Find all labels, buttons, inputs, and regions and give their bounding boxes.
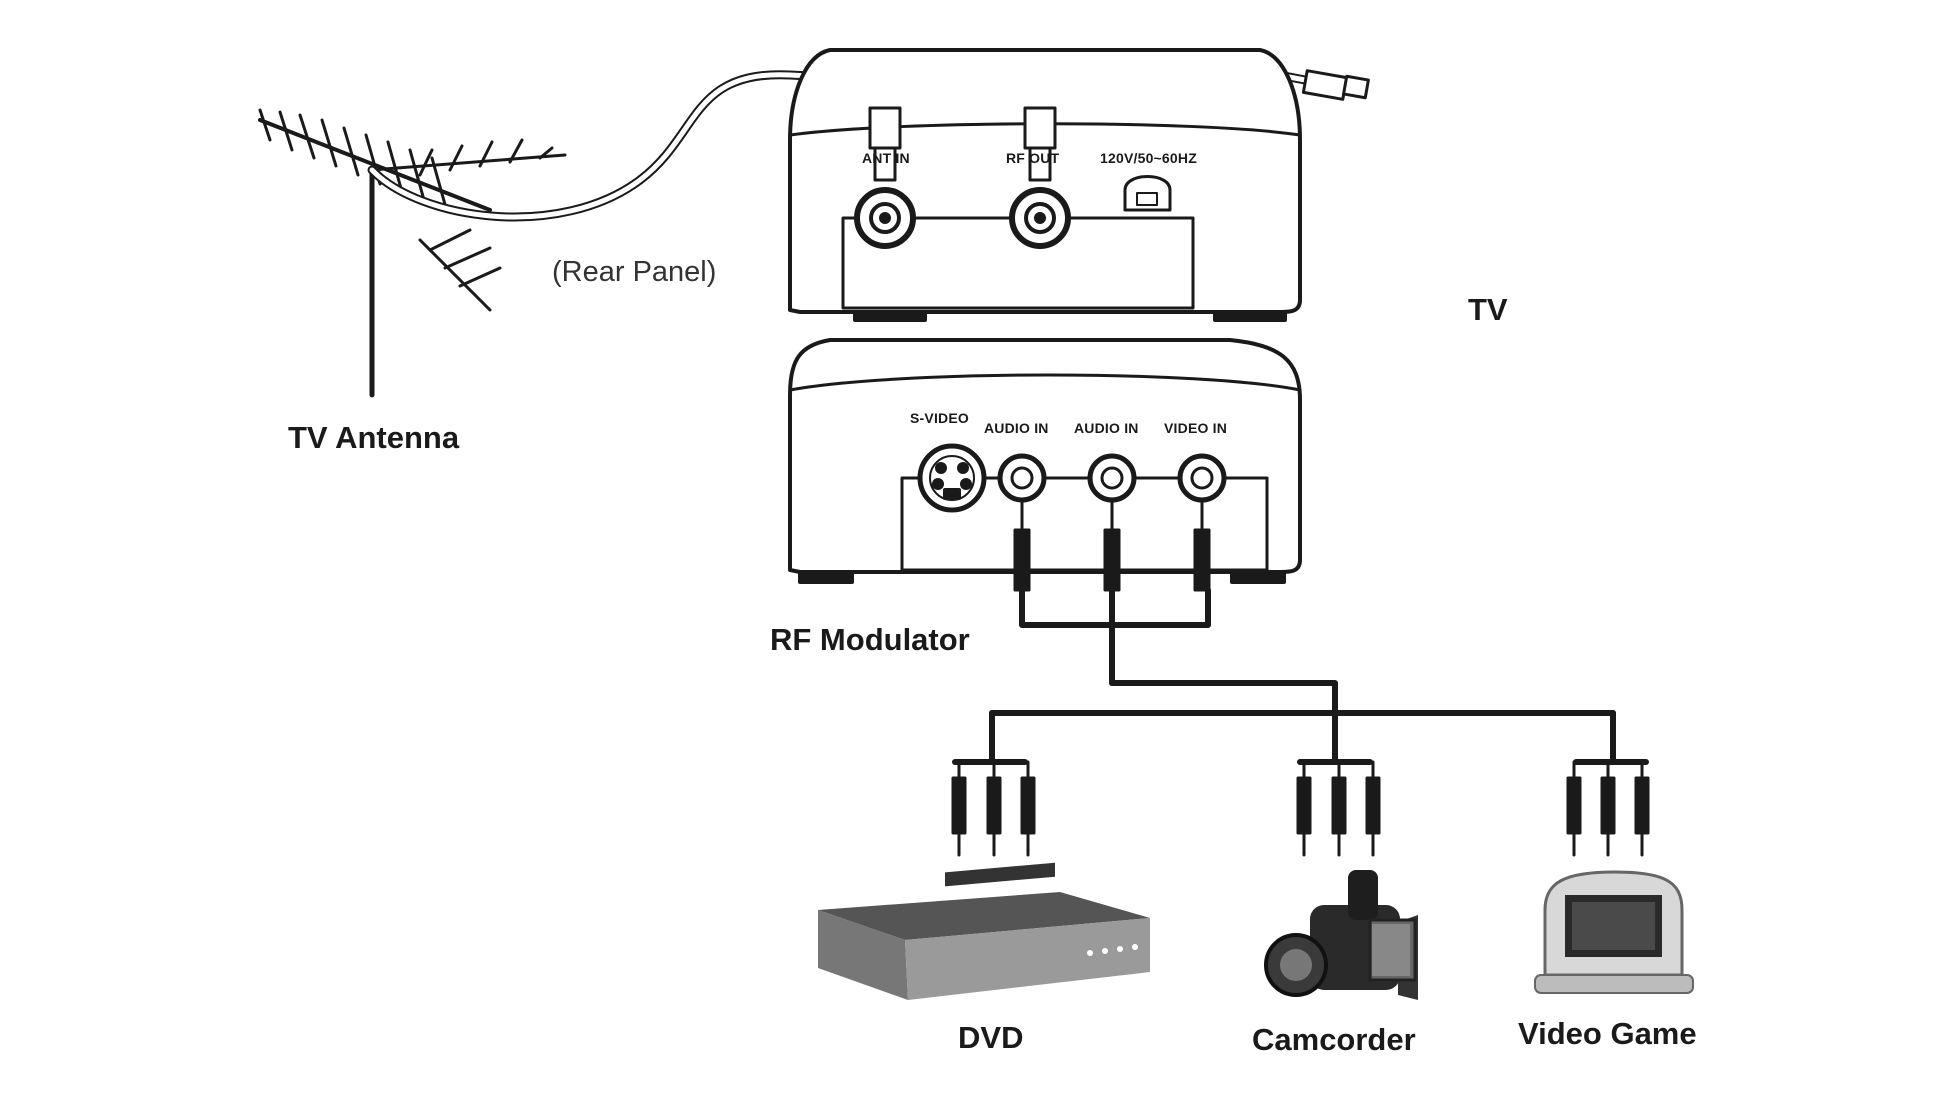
video-in-label: VIDEO IN [1164, 420, 1228, 436]
video-game-label: Video Game [1518, 1016, 1697, 1051]
ant-in-label: ANT IN [862, 150, 910, 166]
rear-panel-label: (Rear Panel) [552, 256, 717, 288]
tv-rear-panel-icon [788, 48, 1302, 322]
camcorder-label: Camcorder [1252, 1022, 1416, 1057]
rf-modulator-icon [788, 338, 1302, 584]
dvd-label: DVD [958, 1020, 1024, 1055]
tv-label: TV [1468, 292, 1508, 327]
power-rating-label: 120V/50~60HZ [1100, 150, 1197, 166]
tv-antenna-icon [258, 108, 567, 398]
rf-out-label: RF OUT [1006, 150, 1060, 166]
dvd-player-icon [818, 862, 1150, 1000]
video-game-icon [1534, 870, 1694, 994]
s-video-label: S-VIDEO [910, 410, 969, 426]
camcorder-icon [1264, 870, 1418, 1000]
audio-in-label-1: AUDIO IN [984, 420, 1049, 436]
audio-in-label-2: AUDIO IN [1074, 420, 1139, 436]
rf-modulator-label: RF Modulator [770, 622, 970, 657]
tv-antenna-label: TV Antenna [288, 420, 460, 455]
